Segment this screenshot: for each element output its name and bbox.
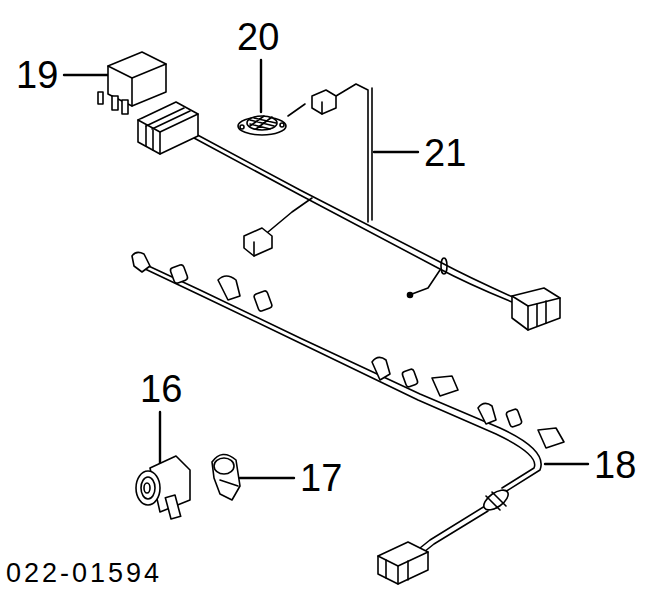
label-holder: 022-01594 (6, 560, 162, 587)
sensor-harness (140, 262, 541, 584)
control-module (98, 52, 166, 114)
label-holder: 17 (300, 459, 342, 497)
leader-lines (64, 60, 588, 478)
callout-number: 19 (16, 56, 58, 94)
label-holder: 19 (16, 56, 58, 94)
callout-number: 21 (424, 134, 466, 172)
label-holder: 18 (594, 446, 636, 484)
harness-connector (138, 90, 560, 330)
label-holder: 21 (424, 134, 466, 172)
callout-number: 16 (140, 370, 182, 408)
label-holder: 20 (237, 18, 279, 56)
sensor-holder (212, 454, 240, 500)
harness-clips (132, 252, 564, 448)
drawing-number: 022-01594 (6, 560, 162, 587)
parking-sensor (136, 456, 190, 519)
label-holder: 16 (140, 370, 182, 408)
callout-number: 18 (594, 446, 636, 484)
callout-number: 17 (300, 459, 342, 497)
buzzer (238, 116, 286, 135)
callout-number: 20 (237, 18, 279, 56)
wiring-harness (192, 84, 515, 302)
